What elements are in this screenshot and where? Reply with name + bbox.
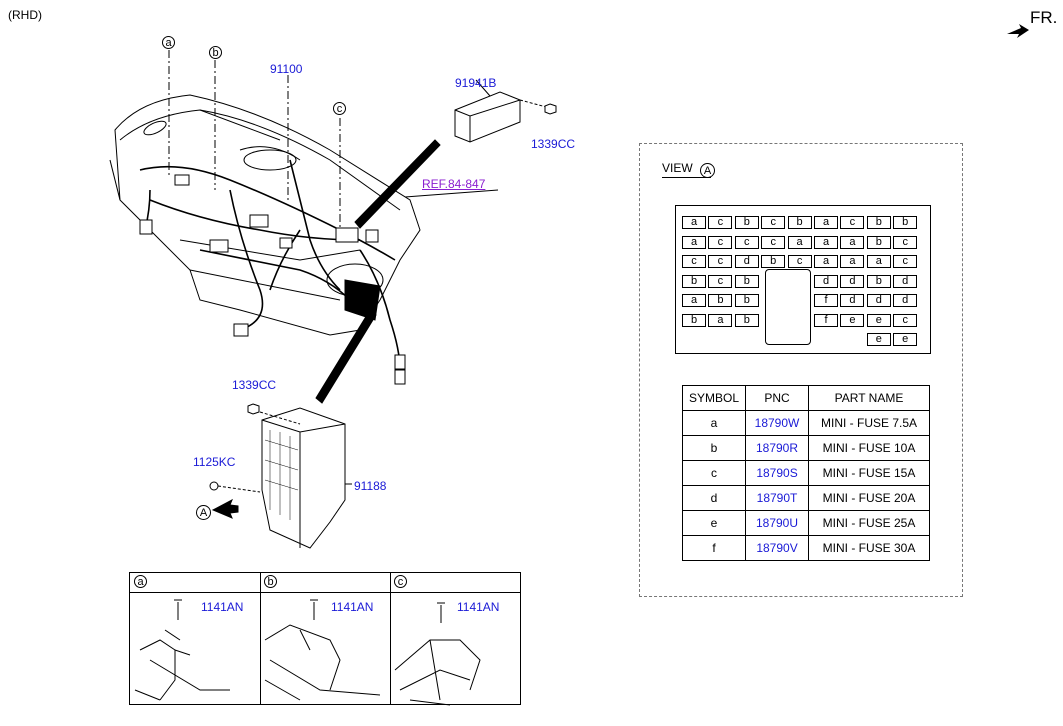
symbol-cell: f (681, 535, 747, 561)
detail-marker-c: c (394, 575, 407, 588)
fuse-slot-3-8: d (893, 274, 918, 288)
fuse-slot-0-7: b (866, 216, 891, 229)
part-1339cc-top-label[interactable]: 1339CC (531, 137, 576, 151)
symbol-cell: a (681, 410, 747, 436)
fuse-slot-0-8: b (893, 216, 918, 229)
part-91941b-label[interactable]: 91941B (455, 76, 497, 90)
detail-views (129, 572, 521, 705)
view-a-marker: A (196, 505, 211, 520)
variant-label: (RHD) (8, 8, 42, 22)
part-name-cell: MINI - FUSE 15A (808, 460, 931, 486)
fuse-slot-5-7: e (866, 313, 891, 327)
fuse-slot-1-2: c (734, 235, 759, 249)
fuse-slot-2-6: a (840, 255, 865, 268)
fuse-slot-2-7: a (866, 255, 891, 268)
relay-slot (765, 269, 811, 345)
fuse-slot-6-8: e (893, 333, 918, 346)
fuse-slot-5-6: e (840, 313, 865, 327)
fuse-slot-0-0: a (682, 216, 706, 229)
fuse-slot-4-2: b (734, 294, 759, 307)
detail-part-label-a[interactable]: 1141AN (201, 600, 244, 614)
part-1125kc-label[interactable]: 1125KC (193, 455, 236, 469)
fuse-slot-0-1: c (708, 216, 733, 229)
fuse-slot-5-0: b (682, 313, 706, 327)
fuse-slot-0-2: b (734, 216, 759, 229)
fuse-slot-4-5: f (814, 294, 838, 307)
part-name-cell: MINI - FUSE 30A (808, 535, 931, 561)
fuse-slot-4-0: a (682, 294, 706, 307)
detail-marker-a: a (134, 575, 147, 588)
fuse-slot-0-3: c (761, 216, 786, 229)
view-title: VIEW A (662, 161, 716, 178)
fuse-slot-0-6: c (840, 216, 865, 229)
col-part-name: PART NAME (808, 385, 931, 411)
fuse-slot-2-0: c (682, 255, 706, 268)
part-91188-label[interactable]: 91188 (354, 479, 387, 493)
fuse-slot-1-1: c (708, 235, 733, 249)
view-a-panel (639, 143, 963, 597)
col-symbol: SYMBOL (681, 385, 747, 411)
symbol-cell: c (681, 460, 747, 486)
fuse-slot-4-1: b (708, 294, 733, 307)
fuse-slot-5-8: c (893, 313, 918, 327)
part-name-cell: MINI - FUSE 20A (808, 485, 931, 511)
fuse-slot-4-6: d (840, 294, 865, 307)
fuse-slot-2-3: b (761, 255, 786, 268)
fuse-slot-1-0: a (682, 235, 706, 249)
fuse-slot-3-0: b (682, 274, 706, 288)
part-91100-label[interactable]: 91100 (270, 62, 303, 76)
fuse-slot-5-5: f (814, 313, 838, 327)
fuse-slot-2-4: c (787, 255, 812, 268)
pnc-link[interactable]: 18790W (745, 410, 810, 436)
callout-c: c (333, 102, 346, 115)
detail-part-label-c[interactable]: 1141AN (457, 600, 500, 614)
symbol-cell: b (681, 435, 747, 461)
fuse-slot-4-8: d (893, 294, 918, 307)
fuse-slot-3-1: c (708, 274, 733, 288)
fuse-slot-3-6: d (840, 274, 865, 288)
callout-b: b (209, 46, 222, 59)
part-name-cell: MINI - FUSE 7.5A (808, 410, 931, 436)
fuse-slot-4-7: d (866, 294, 891, 307)
fuse-slot-1-4: a (787, 235, 812, 249)
fuse-slot-1-7: b (866, 235, 891, 249)
fuse-slot-2-2: d (734, 255, 759, 268)
fuse-slot-1-8: c (893, 235, 918, 249)
front-arrow-icon (1005, 22, 1029, 45)
fuse-slot-2-5: a (814, 255, 838, 268)
part-name-cell: MINI - FUSE 10A (808, 435, 931, 461)
fuse-slot-5-1: a (708, 313, 733, 327)
view-title-marker: A (700, 163, 716, 178)
fuse-slot-1-6: a (840, 235, 865, 249)
table-header-row: SYMBOL PNC PART NAME (681, 385, 931, 411)
fuse-slot-2-1: c (708, 255, 733, 268)
symbol-cell: d (681, 485, 747, 511)
fuse-slot-3-5: d (814, 274, 838, 288)
fuse-slot-0-5: a (814, 216, 838, 229)
detail-marker-b: b (264, 575, 277, 588)
callout-a: a (162, 36, 175, 49)
part-1339cc-mid-label[interactable]: 1339CC (232, 378, 277, 392)
front-label: FR. (1030, 8, 1058, 27)
fuse-slot-2-8: c (893, 255, 918, 268)
fuse-slot-6-7: e (866, 333, 891, 346)
fuse-slot-0-4: b (787, 216, 812, 229)
fuse-slot-5-2: b (734, 313, 759, 327)
detail-part-label-b[interactable]: 1141AN (331, 600, 374, 614)
fuse-slot-1-3: c (761, 235, 786, 249)
fuse-slot-3-2: b (734, 274, 759, 288)
fuse-slot-1-5: a (814, 235, 838, 249)
view-title-text: VIEW (662, 161, 693, 175)
fuse-slot-3-7: b (866, 274, 891, 288)
ref-84-847-link[interactable]: REF.84-847 (422, 177, 486, 191)
